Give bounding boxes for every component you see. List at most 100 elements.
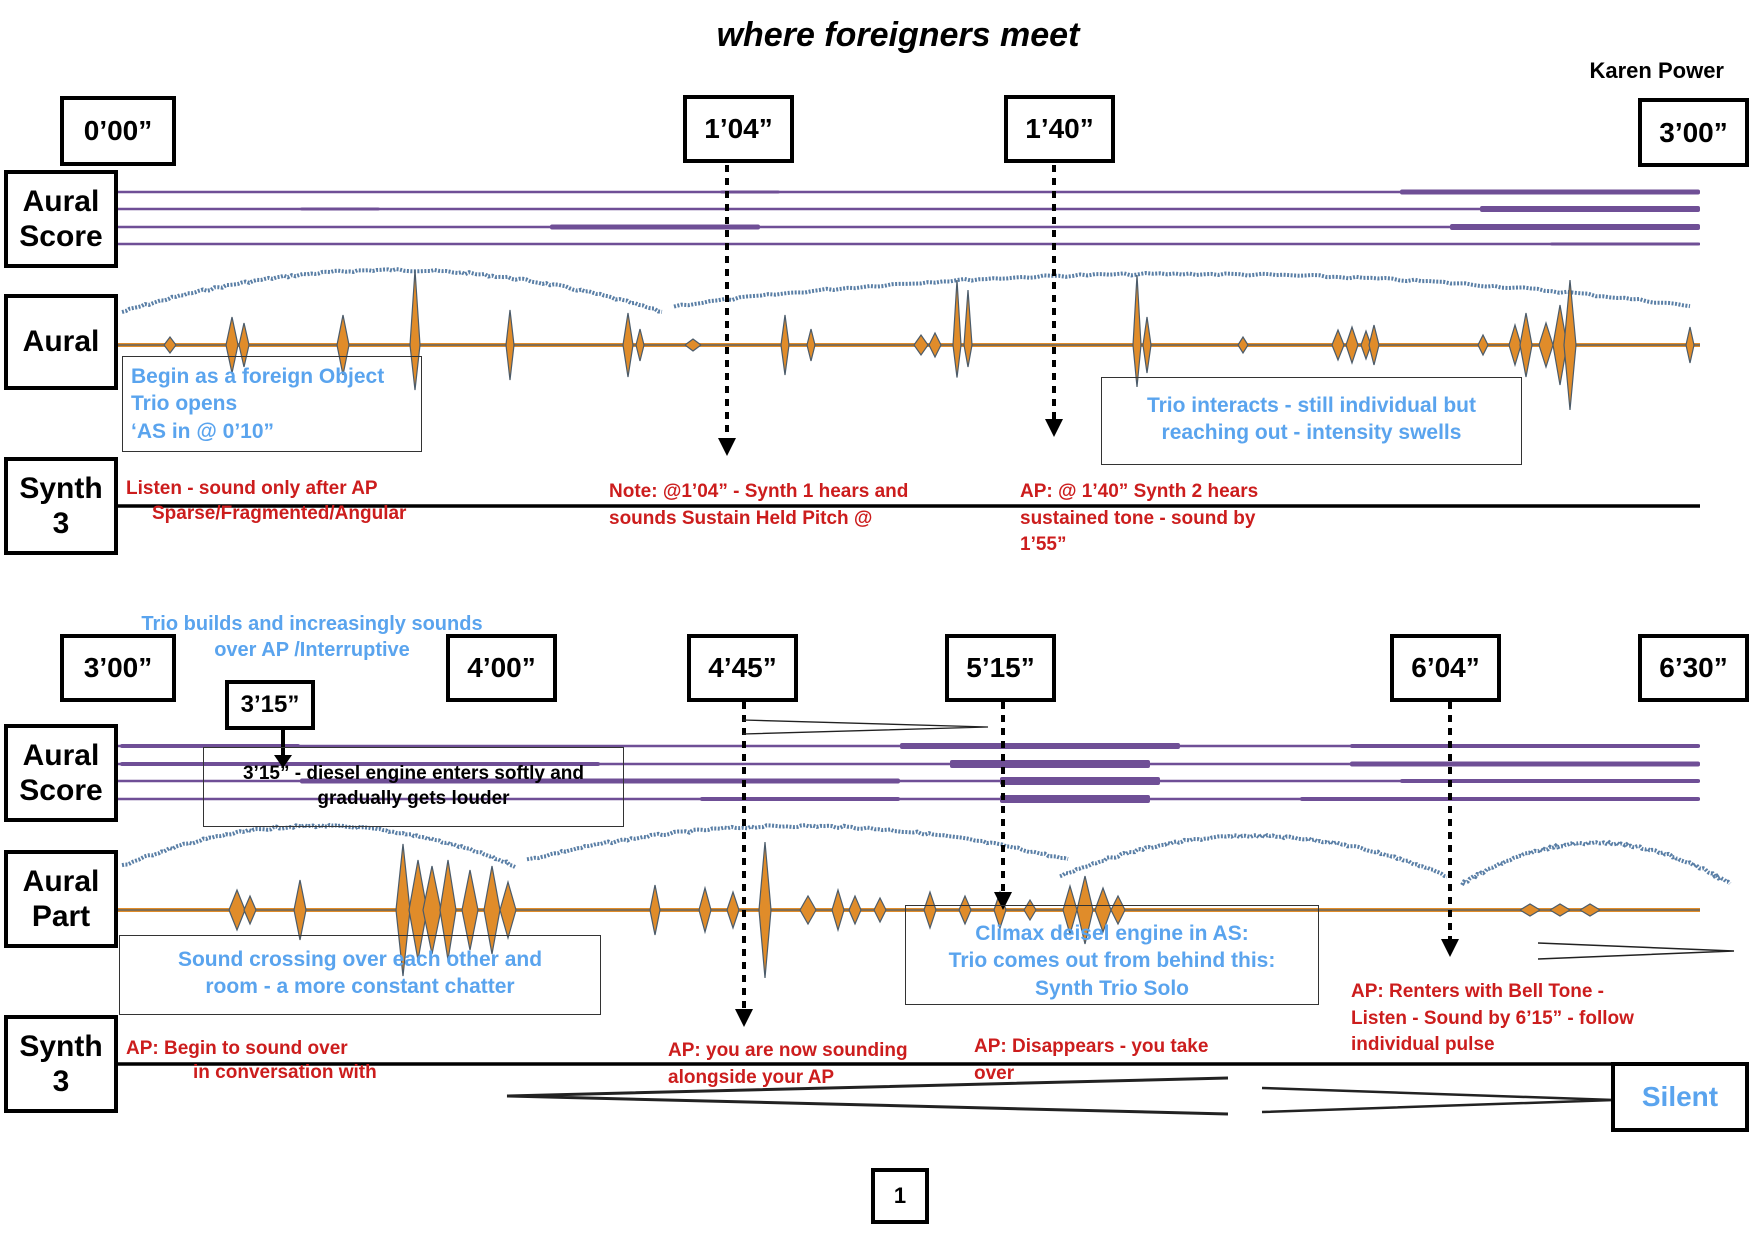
time-marker-3-00-end: 3’00” bbox=[1638, 98, 1749, 167]
waveform-burst bbox=[163, 336, 177, 354]
label-aural-score-2: Aural Score bbox=[4, 724, 118, 822]
label-synth-3: Synth 3 bbox=[4, 457, 118, 555]
time-marker-4-00: 4’00” bbox=[446, 634, 557, 702]
note-begin-sound-over: AP: Begin to sound over bbox=[126, 1038, 348, 1059]
waveform-burst bbox=[963, 289, 973, 368]
label-aural: Aural bbox=[4, 294, 118, 390]
waveform-burst bbox=[1237, 335, 1249, 355]
page-number: 1 bbox=[871, 1168, 929, 1224]
waveform-burst bbox=[806, 328, 816, 362]
waveform-burst bbox=[622, 312, 634, 378]
waveform-arc bbox=[1059, 832, 1448, 879]
waveform-arc bbox=[526, 823, 1069, 862]
note-disappears: AP: Disappears - you take over bbox=[974, 1036, 1209, 1084]
dotted-arrow-head bbox=[735, 1009, 753, 1027]
waveform-burst bbox=[635, 328, 645, 362]
label-aural-part: Aural Part bbox=[4, 850, 118, 948]
dotted-arrow-head bbox=[994, 892, 1012, 910]
aural-score-track-segment bbox=[1550, 242, 1700, 246]
composer-name: Karen Power bbox=[1589, 58, 1725, 83]
note-synth2-1-40: AP: @ 1’40” Synth 2 hears sustained tone… bbox=[1020, 481, 1259, 556]
waveform-burst bbox=[1578, 903, 1602, 917]
dynamic-hairpin bbox=[742, 719, 989, 735]
dynamic-hairpin bbox=[1261, 1086, 1615, 1114]
aural-score-track-segment bbox=[300, 207, 380, 211]
waveform-burst bbox=[958, 894, 972, 926]
note-in-conversation: in conversation with bbox=[193, 1062, 377, 1083]
dotted-arrow-head bbox=[718, 438, 736, 456]
waveform-burst bbox=[923, 890, 937, 930]
label-synth-3-2: Synth 3 bbox=[4, 1015, 118, 1113]
waveform-arc bbox=[1460, 839, 1732, 886]
aural-score-track-segment bbox=[550, 224, 760, 230]
time-marker-5-15: 5’15” bbox=[945, 634, 1056, 702]
waveform-burst bbox=[1368, 324, 1380, 366]
dynamic-hairpin bbox=[1537, 942, 1735, 960]
waveform-burst bbox=[913, 333, 929, 357]
waveform-burst bbox=[1110, 894, 1126, 926]
waveform-burst bbox=[1519, 312, 1533, 378]
waveform-arc bbox=[673, 270, 1691, 309]
aural-score-track-segment bbox=[1300, 797, 1700, 801]
aural-score-track-segment bbox=[950, 760, 1150, 768]
waveform-arc bbox=[121, 267, 663, 314]
note-alongside: AP: you are now sounding alongside your … bbox=[668, 1040, 908, 1088]
waveform-burst bbox=[293, 879, 307, 941]
note-trio-builds: Trio builds and increasingly sounds over… bbox=[141, 613, 483, 661]
waveform-burst bbox=[336, 314, 350, 376]
waveform-burst bbox=[1508, 322, 1522, 368]
note-climax: Climax deisel engine in AS: Trio comes o… bbox=[905, 905, 1319, 1005]
time-marker-3-15: 3’15” bbox=[225, 680, 315, 730]
waveform-burst bbox=[952, 279, 962, 378]
dotted-arrow-head bbox=[1441, 939, 1459, 957]
aural-score-track-segment bbox=[1400, 189, 1700, 195]
waveform-burst bbox=[758, 841, 772, 979]
waveform-burst bbox=[1477, 333, 1489, 357]
waveform-burst bbox=[1132, 274, 1142, 388]
waveform-burst bbox=[1538, 321, 1554, 369]
waveform-burst bbox=[1076, 875, 1094, 945]
waveform-burst bbox=[848, 894, 862, 926]
waveform-burst bbox=[505, 309, 515, 381]
time-marker-0-00: 0’00” bbox=[60, 96, 176, 166]
waveform-burst bbox=[461, 869, 479, 951]
note-listen: Listen - sound only after AP bbox=[126, 478, 378, 499]
waveform-burst bbox=[873, 896, 887, 924]
waveform-burst bbox=[649, 884, 661, 936]
waveform-burst bbox=[228, 888, 246, 932]
aural-score-track-segment bbox=[1350, 744, 1700, 748]
aural-score-track-segment bbox=[1350, 761, 1700, 767]
waveform-burst bbox=[698, 885, 712, 935]
aural-score-track-segment bbox=[1480, 206, 1700, 212]
note-trio-interacts: Trio interacts - still individual but re… bbox=[1101, 377, 1522, 465]
waveform-burst bbox=[799, 894, 817, 926]
dynamic-hairpin bbox=[506, 1076, 1229, 1116]
waveform-burst bbox=[499, 879, 517, 941]
note-synth1-1-04: Note: @1’04” - Synth 1 hears and sounds … bbox=[609, 481, 909, 529]
waveform-burst bbox=[1345, 325, 1359, 365]
time-marker-1-04: 1’04” bbox=[683, 95, 794, 163]
time-marker-6-04: 6’04” bbox=[1390, 634, 1501, 702]
note-sparse: Sparse/Fragmented/Angular bbox=[152, 503, 407, 524]
aural-score-track-segment bbox=[120, 762, 600, 766]
aural-score-track-segment bbox=[300, 778, 900, 784]
waveform-burst bbox=[684, 338, 702, 352]
time-marker-1-40: 1’40” bbox=[1004, 95, 1115, 163]
arrow-3-15-head bbox=[274, 755, 292, 768]
waveform-burst bbox=[1331, 328, 1345, 362]
dotted-arrow-head bbox=[1045, 419, 1063, 437]
waveform-burst bbox=[1563, 279, 1577, 411]
note-sound-crossing: Sound crossing over each other and room … bbox=[119, 935, 601, 1015]
waveform-burst bbox=[1518, 903, 1542, 917]
note-renters-bell-tone: AP: Renters with Bell Tone - Listen - So… bbox=[1351, 981, 1634, 1056]
aural-score-track-segment bbox=[900, 743, 1180, 749]
waveform-burst bbox=[225, 316, 239, 374]
waveform-burst bbox=[780, 314, 790, 376]
waveform-burst bbox=[243, 894, 257, 926]
waveform-burst bbox=[831, 887, 845, 933]
page-title: where foreigners meet bbox=[716, 16, 1080, 54]
time-marker-3-00: 3’00” bbox=[60, 634, 176, 702]
waveform-burst bbox=[1548, 903, 1572, 917]
waveform-burst bbox=[409, 269, 421, 391]
aural-score-track-segment bbox=[1000, 777, 1160, 785]
